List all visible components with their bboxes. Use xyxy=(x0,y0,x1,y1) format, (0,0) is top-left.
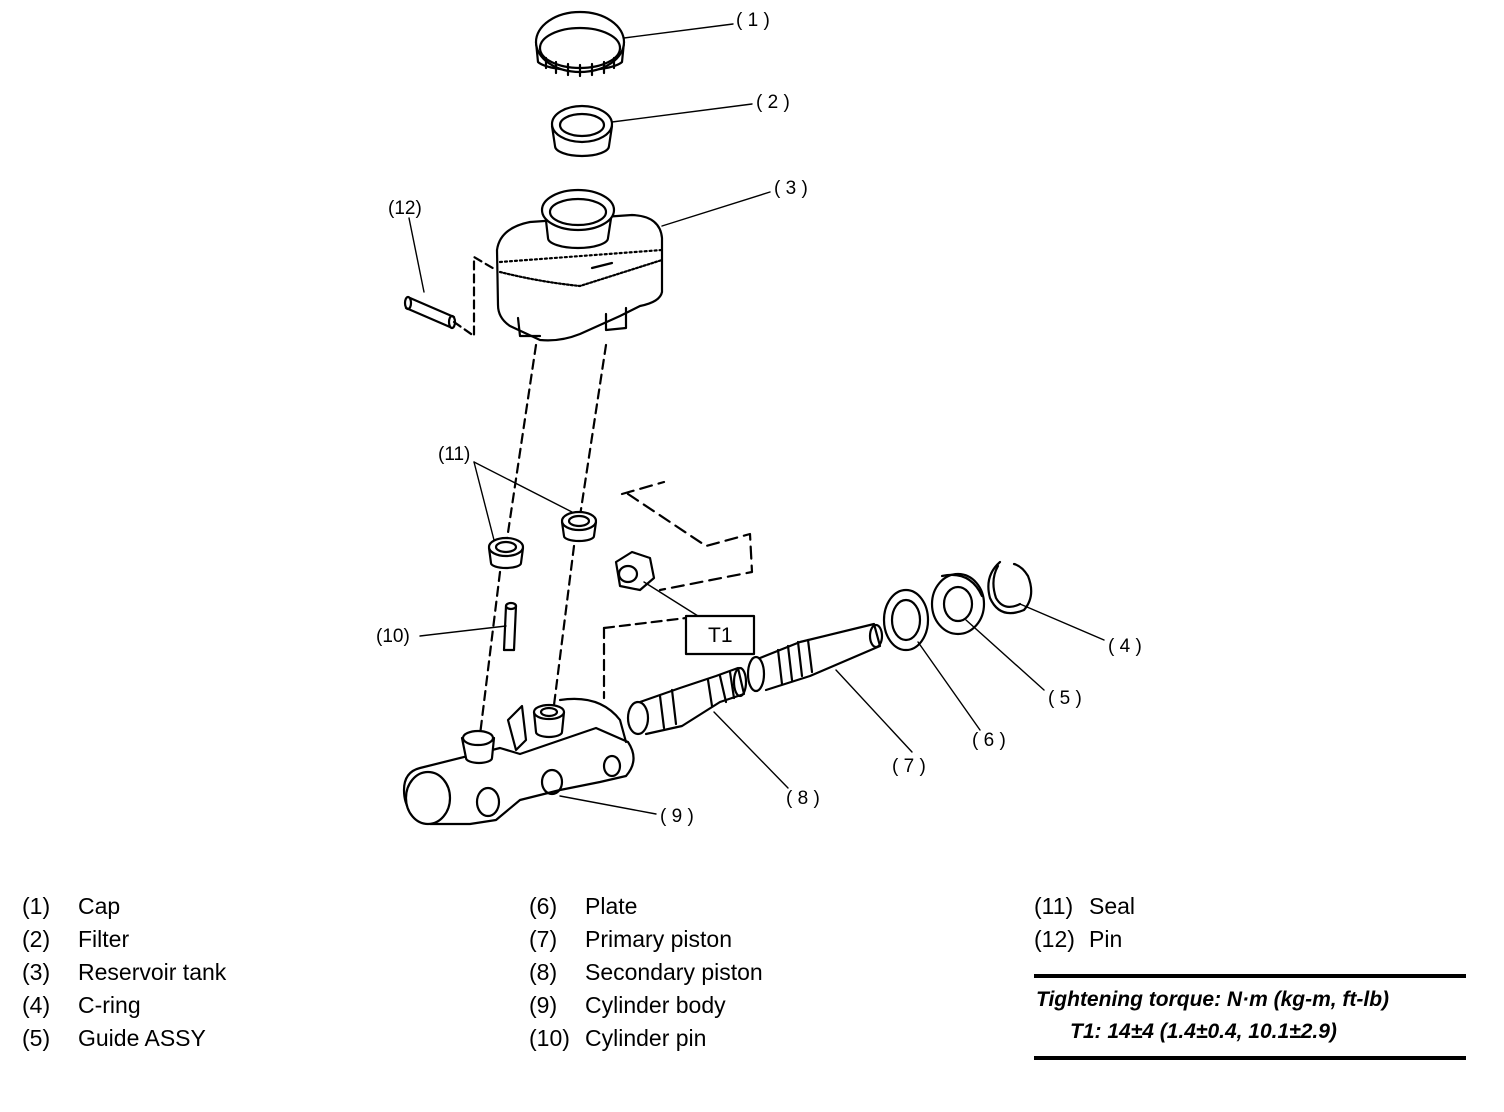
primary-piston-part xyxy=(746,622,884,693)
torque-value: T1: 14±4 (1.4±0.4, 10.1±2.9) xyxy=(1070,1020,1337,1043)
legend-item: (10) Cylinder pin xyxy=(529,1022,763,1055)
legend-num: (11) xyxy=(1034,893,1074,919)
legend-name: Cylinder pin xyxy=(585,1025,707,1051)
legend-name: C-ring xyxy=(78,992,141,1018)
legend-num: (5) xyxy=(22,1025,51,1051)
legend-num: (6) xyxy=(529,893,558,919)
torque-spec-box: Tightening torque: N·m (kg-m, ft-lb) T1:… xyxy=(1034,974,1466,1060)
t1-nut-part xyxy=(614,550,656,592)
torque-bottom-rule xyxy=(1034,1056,1466,1060)
legend-name: Seal xyxy=(1089,893,1136,919)
callout-3: ( 3 ) xyxy=(774,178,808,199)
callout-12: (12) xyxy=(388,198,422,219)
legend-column-3: (11) Seal (12) Pin xyxy=(1034,890,1135,956)
secondary-piston-part xyxy=(626,666,748,736)
plate-part xyxy=(882,588,930,652)
cylinder-pin-part xyxy=(502,601,518,652)
legend-item: (7) Primary piston xyxy=(529,923,763,956)
legend-item: (12) Pin xyxy=(1034,923,1135,956)
callout-4: ( 4 ) xyxy=(1108,636,1142,657)
legend-name: Cap xyxy=(78,893,121,919)
legend-item: (5) Guide ASSY xyxy=(22,1022,226,1055)
callout-7: ( 7 ) xyxy=(892,756,926,777)
callout-1: ( 1 ) xyxy=(736,10,770,31)
legend-num: (8) xyxy=(529,959,558,985)
callout-10: (10) xyxy=(376,626,410,647)
torque-top-rule xyxy=(1034,974,1466,978)
legend-num: (4) xyxy=(22,992,51,1018)
legend-name: Reservoir tank xyxy=(78,959,227,985)
legend-name: Guide ASSY xyxy=(78,1025,206,1051)
reservoir-tank-part xyxy=(495,188,664,342)
callout-6: ( 6 ) xyxy=(972,730,1006,751)
legend-item: (3) Reservoir tank xyxy=(22,956,226,989)
callout-9: ( 9 ) xyxy=(660,806,694,827)
guide-assy-part xyxy=(930,572,986,636)
filter-part xyxy=(550,104,614,158)
legend-item: (8) Secondary piston xyxy=(529,956,763,989)
legend-name: Pin xyxy=(1089,926,1123,952)
legend-num: (12) xyxy=(1034,926,1075,952)
callout-2: ( 2 ) xyxy=(756,92,790,113)
legend-name: Primary piston xyxy=(585,926,732,952)
legend-name: Filter xyxy=(78,926,130,952)
t1-box xyxy=(684,614,756,656)
cap-part xyxy=(534,10,626,78)
legend-num: (2) xyxy=(22,926,51,952)
legend-num: (9) xyxy=(529,992,558,1018)
cylinder-body-part xyxy=(402,697,635,826)
legend-num: (7) xyxy=(529,926,558,952)
legend-item: (2) Filter xyxy=(22,923,226,956)
legend-name: Secondary piston xyxy=(585,959,763,985)
legend-num: (10) xyxy=(529,1025,570,1051)
legend-item: (4) C-ring xyxy=(22,989,226,1022)
master-cylinder-exploded-diagram: ( 1 ) ( 2 ) ( 3 ) ( 4 ) ( 5 ) ( 6 ) ( 7 … xyxy=(376,10,1142,827)
legend-column-1: (1) Cap (2) Filter (3) Reservoir tank (4) C-… xyxy=(22,890,226,1055)
legend-column-2: (6) Plate (7) Primary piston (8) Secondary … xyxy=(529,890,763,1055)
c-ring-part xyxy=(987,560,1033,615)
pin-part xyxy=(403,295,457,330)
callout-8: ( 8 ) xyxy=(786,788,820,809)
legend-num: (3) xyxy=(22,959,51,985)
legend-item: (1) Cap xyxy=(22,890,226,923)
seal-part-right xyxy=(560,510,598,543)
t1-label: T1 xyxy=(708,624,733,647)
legend-item: (11) Seal xyxy=(1034,890,1135,923)
legend-num: (1) xyxy=(22,893,51,919)
callout-11: (11) xyxy=(438,444,470,465)
torque-title: Tightening torque: N·m (kg-m, ft-lb) xyxy=(1036,988,1390,1011)
legend-item: (9) Cylinder body xyxy=(529,989,763,1022)
legend-name: Cylinder body xyxy=(585,992,726,1018)
seal-part-left xyxy=(487,536,525,570)
callout-5: ( 5 ) xyxy=(1048,688,1082,709)
legend-item: (6) Plate xyxy=(529,890,763,923)
legend-name: Plate xyxy=(585,893,638,919)
